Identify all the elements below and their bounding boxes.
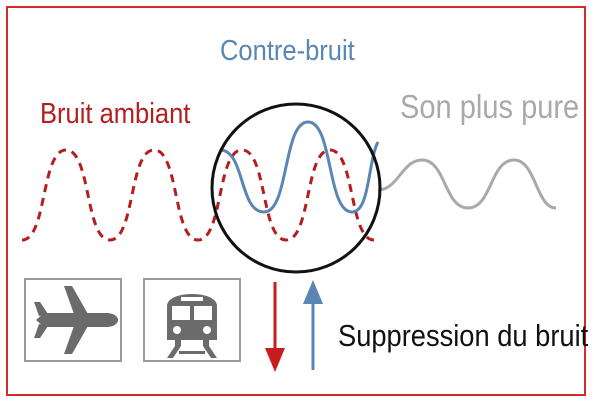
- pure-sound-label: Son plus pure: [400, 88, 580, 125]
- anti-noise-label: Contre-bruit: [220, 35, 355, 67]
- up-arrow-icon: [303, 280, 323, 370]
- ambient-noise-label: Bruit ambiant: [40, 98, 191, 130]
- train-icon: [167, 294, 217, 358]
- noise-suppression-label: Suppression du bruit: [338, 318, 589, 353]
- pure-sound-wave: [377, 158, 557, 210]
- diagram-frame: [6, 6, 586, 396]
- anti-noise-wave: [219, 120, 380, 214]
- ambient-noise-wave: [21, 148, 375, 242]
- cancellation-circle: [210, 102, 382, 274]
- airplane-icon-box: [24, 278, 122, 362]
- train-icon-box: [143, 278, 241, 362]
- down-arrow-icon: [265, 282, 285, 372]
- airplane-icon: [34, 286, 118, 354]
